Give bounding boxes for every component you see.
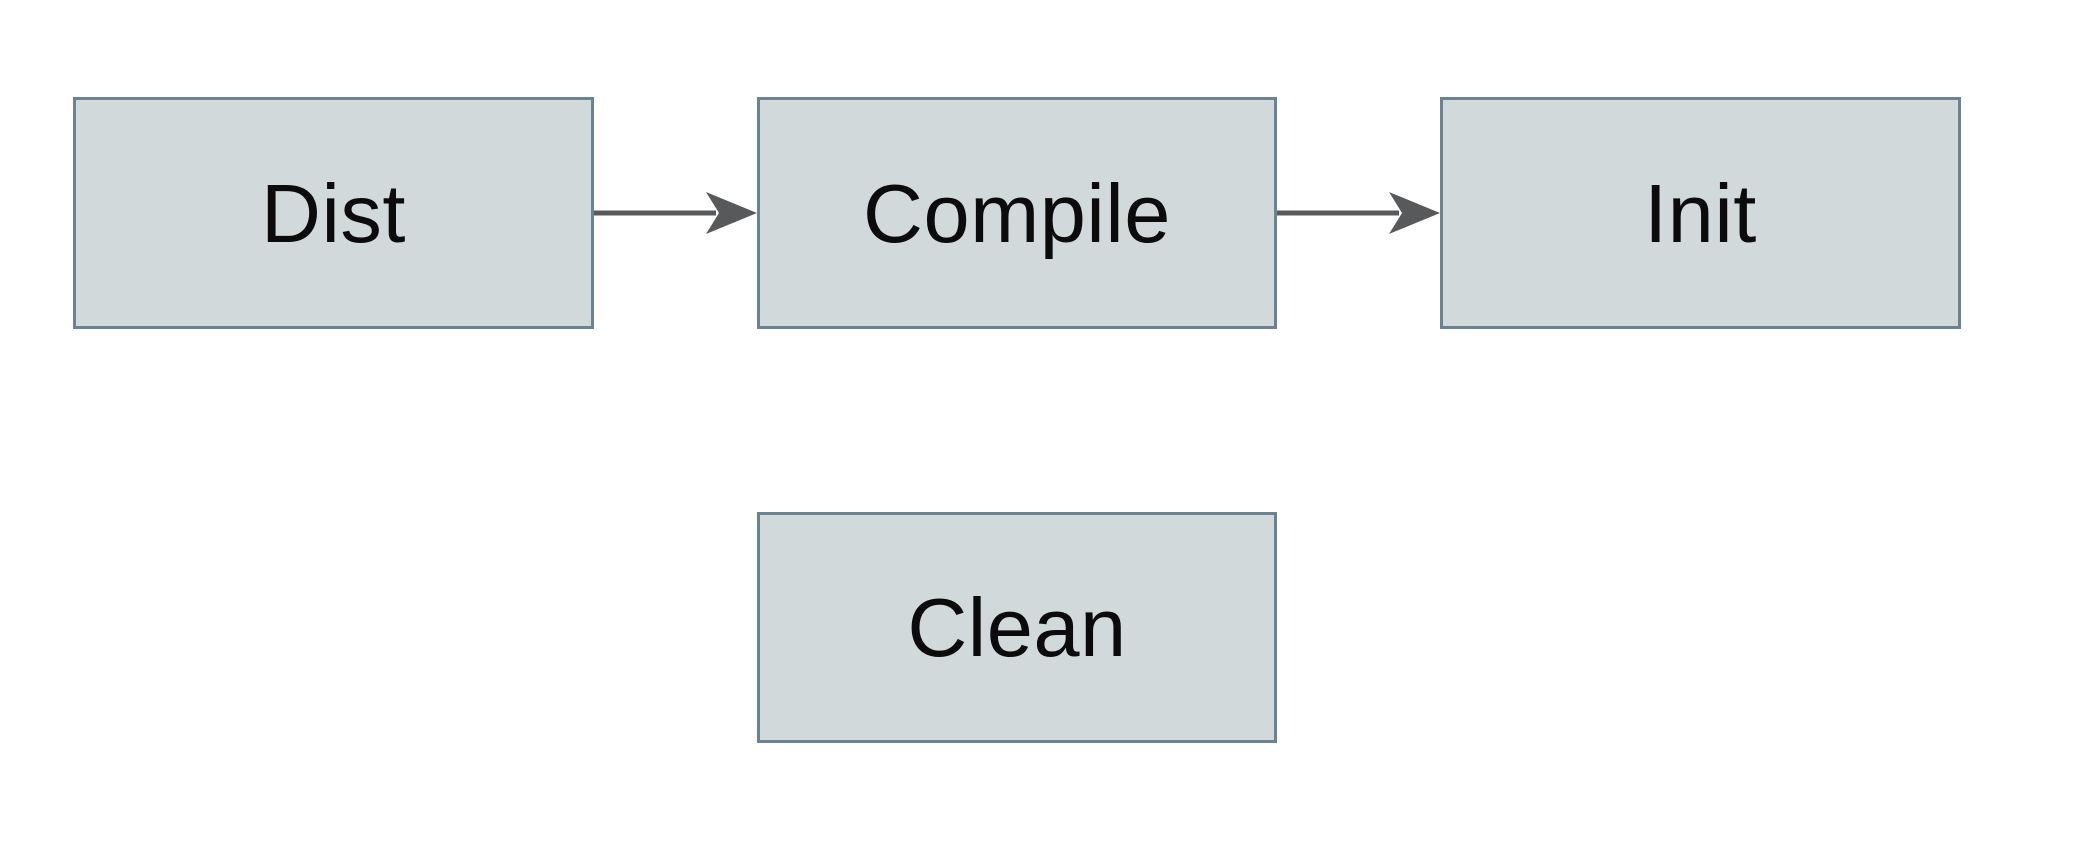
node-dist: Dist [73,97,594,329]
arrow-dist-to-compile [594,192,757,234]
node-clean-label: Clean [907,581,1127,674]
node-clean: Clean [757,512,1277,743]
arrow-compile-to-init [1277,192,1440,234]
arrowhead-icon [1389,192,1440,234]
node-init: Init [1440,97,1961,329]
node-init-label: Init [1644,166,1757,260]
node-dist-label: Dist [261,166,406,260]
arrowhead-icon [706,192,757,234]
node-compile: Compile [757,97,1277,329]
node-compile-label: Compile [863,166,1171,260]
